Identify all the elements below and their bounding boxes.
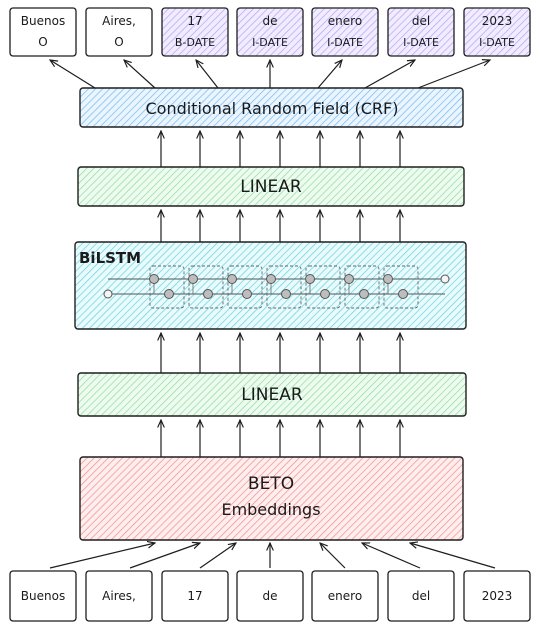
input-token-4: de xyxy=(236,570,304,622)
output-tag: O xyxy=(114,35,123,49)
output-tag: I-DATE xyxy=(403,36,439,49)
lstm-backward-node xyxy=(398,289,408,299)
output-token-2: Aires, O xyxy=(85,7,153,57)
lstm-forward-node xyxy=(383,274,393,284)
output-token-3: 17 B-DATE xyxy=(161,7,229,57)
output-word: Aires, xyxy=(102,14,136,28)
input-token-7: 2023 xyxy=(463,570,531,622)
lstm-backward-node xyxy=(281,289,291,299)
lstm-backward-node xyxy=(164,289,174,299)
crf-to-output-arrows xyxy=(50,60,490,89)
output-token-7: 2023 I-DATE xyxy=(463,7,531,57)
arrow xyxy=(196,60,219,89)
chain-end-node xyxy=(440,274,450,284)
lstm-backward-node xyxy=(359,289,369,299)
input-to-beto-arrows xyxy=(49,543,496,569)
linear-to-bilstm-arrows xyxy=(161,333,400,373)
output-word: enero xyxy=(328,14,362,28)
output-token-1: Buenos O xyxy=(9,7,77,57)
input-word: de xyxy=(263,589,278,603)
input-tokens: Buenos Aires, 17 de enero del 2023 xyxy=(9,570,531,622)
output-word: del xyxy=(412,14,430,28)
bilstm-label: BiLSTM xyxy=(79,249,141,267)
output-token-6: del I-DATE xyxy=(387,7,455,57)
input-word: del xyxy=(412,589,430,603)
lstm-backward-node xyxy=(242,289,252,299)
arrow xyxy=(199,543,236,569)
lstm-cell-box xyxy=(383,265,419,309)
bilstm-layer: BiLSTM xyxy=(74,241,467,330)
arrow xyxy=(49,543,155,569)
lstm-forward-node xyxy=(305,274,315,284)
arrow xyxy=(124,60,156,89)
input-token-1: Buenos xyxy=(9,570,77,622)
output-word: de xyxy=(263,14,278,28)
arrow xyxy=(417,60,490,89)
lstm-forward-node xyxy=(266,274,276,284)
lstm-forward-node xyxy=(149,274,159,284)
bilstm-to-linear-arrows xyxy=(161,210,400,242)
output-word: Buenos xyxy=(21,14,65,28)
lstm-cell-box xyxy=(305,265,341,309)
input-token-5: enero xyxy=(311,570,379,622)
lstm-cell-box xyxy=(266,265,302,309)
input-word: Buenos xyxy=(21,589,65,603)
crf-label: Conditional Random Field (CRF) xyxy=(145,99,398,118)
lstm-forward-node xyxy=(227,274,237,284)
lstm-backward-node xyxy=(320,289,330,299)
arrow xyxy=(129,543,200,569)
embeddings-label: Embeddings xyxy=(221,500,320,519)
crf-layer: Conditional Random Field (CRF) xyxy=(79,87,464,128)
beto-embeddings-layer: BETO Embeddings xyxy=(79,456,464,541)
arrow xyxy=(320,543,346,569)
input-word: enero xyxy=(328,589,362,603)
beto-to-linear-arrows xyxy=(161,420,400,457)
lstm-cells xyxy=(103,265,450,309)
arrow xyxy=(364,60,415,89)
output-token-4: de I-DATE xyxy=(236,7,304,57)
output-tag: I-DATE xyxy=(479,36,515,49)
linear-bottom-label: LINEAR xyxy=(241,385,303,405)
linear-to-crf-arrows xyxy=(161,131,400,167)
linear-layer-top: LINEAR xyxy=(77,166,465,207)
arrow xyxy=(50,60,96,89)
input-token-6: del xyxy=(387,570,455,622)
output-tag: O xyxy=(38,35,47,49)
input-word: 17 xyxy=(187,589,202,603)
lstm-cell-box xyxy=(188,265,224,309)
lstm-forward-node xyxy=(344,274,354,284)
linear-layer-bottom: LINEAR xyxy=(77,372,467,417)
beto-label: BETO xyxy=(248,474,294,494)
output-tag: I-DATE xyxy=(327,36,363,49)
input-word: 2023 xyxy=(482,589,513,603)
output-tag: I-DATE xyxy=(252,36,288,49)
output-word: 2023 xyxy=(482,14,513,28)
lstm-cell-box xyxy=(344,265,380,309)
output-tokens: Buenos O Aires, O 17 B-DATE de I-DATE en… xyxy=(9,7,531,57)
output-tag: B-DATE xyxy=(175,36,215,49)
chain-start-node xyxy=(103,289,113,299)
linear-top-label: LINEAR xyxy=(240,177,302,197)
arrow xyxy=(410,543,496,569)
output-token-5: enero I-DATE xyxy=(311,7,379,57)
arrow xyxy=(362,543,421,569)
lstm-backward-node xyxy=(203,289,213,299)
input-token-3: 17 xyxy=(161,570,229,622)
lstm-cell-box xyxy=(149,265,185,309)
input-token-2: Aires, xyxy=(85,570,153,622)
lstm-cell-box xyxy=(227,265,263,309)
output-word: 17 xyxy=(187,14,202,28)
arrow xyxy=(317,60,342,89)
input-word: Aires, xyxy=(102,589,136,603)
lstm-forward-node xyxy=(188,274,198,284)
